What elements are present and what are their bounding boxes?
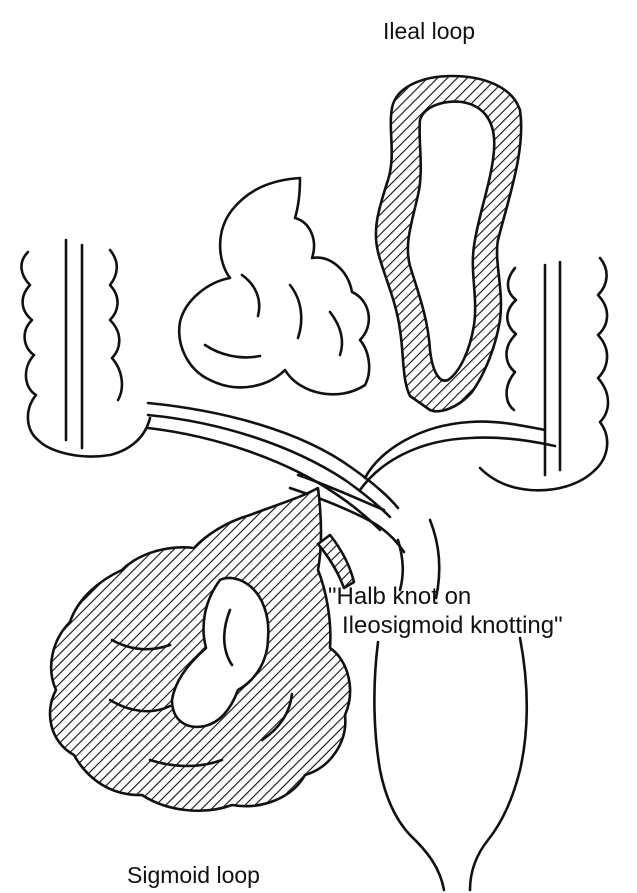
- rectum-limbs: [374, 520, 526, 890]
- ileal-loop-label: Ileal loop: [383, 18, 475, 45]
- knot-caption-line2: Ileosigmoid knotting": [328, 611, 563, 640]
- cecum-cluster: [179, 178, 369, 394]
- left-colon-segment: [21, 240, 150, 457]
- knot-caption-line1: "Halb knot on: [328, 582, 563, 611]
- sigmoid-tail: [318, 535, 354, 588]
- ileal-loop: [376, 76, 521, 411]
- sigmoid-loop-label: Sigmoid loop: [127, 862, 260, 889]
- sigmoid-loop: [50, 488, 350, 811]
- knot-caption: "Halb knot on Ileosigmoid knotting": [328, 582, 563, 640]
